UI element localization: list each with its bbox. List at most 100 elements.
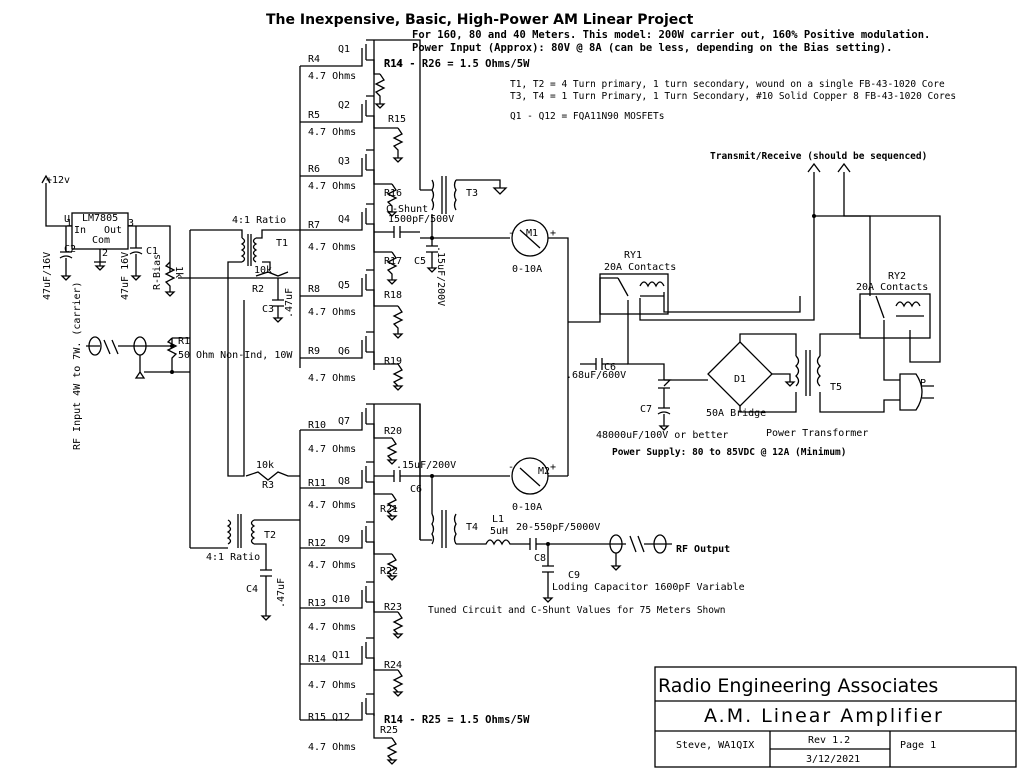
top-stage-1: R4 4.7 Ohms Q1 R14 xyxy=(300,39,402,109)
t5-label: T5 xyxy=(830,382,842,393)
r14-bottom-value: 4.7 Ohms xyxy=(308,680,356,691)
c4-label: C4 xyxy=(246,584,258,595)
bottom-stage-1: R10 4.7 Ohms Q7 R20 xyxy=(300,403,402,465)
note-tuned-circuit: Tuned Circuit and C-Shunt Values for 75 … xyxy=(428,605,725,616)
ry1-label: RY1 xyxy=(624,250,642,261)
c8-label: C8 xyxy=(534,553,546,564)
r14-label: R14 xyxy=(384,59,402,70)
ry1-contacts: 20A Contacts xyxy=(604,262,676,273)
r9-label: R9 xyxy=(308,346,320,357)
regulator-com-label: Com xyxy=(92,235,110,246)
c5-value: .15uF/200V xyxy=(435,246,446,306)
c5-label: C5 xyxy=(414,256,426,267)
r10-value: 4.7 Ohms xyxy=(308,444,356,455)
r10-label: R10 xyxy=(308,420,326,431)
revision-label: Rev 1.2 xyxy=(808,735,850,746)
revision-date: 3/12/2021 xyxy=(806,754,860,765)
r23-label: R23 xyxy=(384,602,402,613)
cshunt-top-value: 1500pF/500V xyxy=(388,214,454,225)
author-name: Steve, WA1QIX xyxy=(676,740,754,751)
m1-plus: + xyxy=(550,228,556,239)
r6-value: 4.7 Ohms xyxy=(308,181,356,192)
t4-label: T4 xyxy=(466,522,478,533)
regulator-pin1: 1 xyxy=(66,218,72,229)
q3-label: Q3 xyxy=(338,156,350,167)
q7-label: Q7 xyxy=(338,416,350,427)
r11-value: 4.7 Ohms xyxy=(308,500,356,511)
r3-value: 10k xyxy=(256,460,274,471)
c6-label: C6 xyxy=(604,362,616,373)
q9-label: Q9 xyxy=(338,534,350,545)
ry2-contacts: 20A Contacts xyxy=(856,282,928,293)
company-name: Radio Engineering Associates xyxy=(658,675,938,697)
note-t3-t4: T3, T4 = 1 Turn Primary, 1 Turn Secondar… xyxy=(510,91,956,102)
m1-label: M1 xyxy=(526,228,538,239)
r9-value: 4.7 Ohms xyxy=(308,373,356,384)
c7-label: C7 xyxy=(640,404,652,415)
regulator-in-label: In xyxy=(74,225,86,236)
l1-label: L1 xyxy=(492,514,504,525)
c3-value: .47uF xyxy=(284,288,295,318)
c2-label: C2 xyxy=(64,244,76,255)
d1-label: D1 xyxy=(734,374,746,385)
r15-bottom-label: R15 xyxy=(308,712,326,723)
bottom-mosfet-bank: R10 4.7 Ohms Q7 R20 R11 4.7 Ohms Q8 R21 … xyxy=(299,403,421,765)
note-r14-r25: R14 - R25 = 1.5 Ohms/5W xyxy=(384,714,530,726)
r16-label: R16 xyxy=(384,188,402,199)
supply-12v-label: +12v xyxy=(46,175,70,186)
output-section: C-Shunt 1500pF/500V T3 C5 .15uF/200V M1 … xyxy=(374,176,745,603)
q2-label: Q2 xyxy=(338,100,350,111)
t2-label: T2 xyxy=(264,530,276,541)
c3-label: C3 xyxy=(262,304,274,315)
r8-value: 4.7 Ohms xyxy=(308,307,356,318)
title-block: Radio Engineering Associates A.M. Linear… xyxy=(654,666,1017,768)
r5-label: R5 xyxy=(308,110,320,121)
top-stage-4: R7 4.7 Ohms Q4 R17 xyxy=(300,203,402,285)
r4-value: 4.7 Ohms xyxy=(308,71,356,82)
q12-label: Q12 xyxy=(332,712,350,723)
top-stage-3: R6 4.7 Ohms Q3 R16 xyxy=(300,149,402,217)
t1-label: T1 xyxy=(276,238,288,249)
c6-value: .68uF/600V xyxy=(566,370,626,381)
c7-value: 48000uF/100V or better xyxy=(596,430,728,441)
r7-label: R7 xyxy=(308,220,320,231)
r8-label: R8 xyxy=(308,284,320,295)
regulator-pin3: 3 xyxy=(128,218,134,229)
note-power-supply: Power Supply: 80 to 85VDC @ 12A (Minimum… xyxy=(612,447,847,458)
c2-value: 47uF/16V xyxy=(42,252,53,300)
top-stage-6: R9 4.7 Ohms Q6 R19 xyxy=(300,331,404,391)
r7-value: 4.7 Ohms xyxy=(308,242,356,253)
r12-value: 4.7 Ohms xyxy=(308,560,356,571)
q4-label: Q4 xyxy=(338,214,350,225)
c6-bottom-value: .15uF/200V xyxy=(396,460,456,471)
r25-label: R25 xyxy=(380,725,398,736)
power-plug-p xyxy=(899,373,923,411)
r22-label: R22 xyxy=(380,566,398,577)
top-mosfet-bank: R4 4.7 Ohms Q1 R14 R5 4.7 Ohms Q2 R15 R6… xyxy=(299,39,421,391)
regulator-pin2: 2 xyxy=(102,248,108,259)
power-transformer-label: Power Transformer xyxy=(766,428,868,439)
c6-bottom-label: C6 xyxy=(410,484,422,495)
bridge-label: 50A Bridge xyxy=(706,408,766,419)
regulator-out-label: Out xyxy=(104,225,122,236)
r14-bottom-label: R14 xyxy=(308,654,326,665)
c1-value: 47uF 16V xyxy=(120,252,131,300)
m1-minus: - xyxy=(508,228,514,239)
r17-label: R17 xyxy=(384,256,402,267)
q10-label: Q10 xyxy=(332,594,350,605)
t3-label: T3 xyxy=(466,188,478,199)
m1-range: 0-10A xyxy=(512,264,542,275)
ratio-bottom-label: 4:1 Ratio xyxy=(206,552,260,563)
r1-value: 50 Ohm Non-Ind, 10W xyxy=(178,350,293,361)
note-transmit-receive: Transmit/Receive (should be sequenced) xyxy=(710,151,927,162)
r4-label: R4 xyxy=(308,54,320,65)
relay-ry1 xyxy=(599,273,669,315)
m2-label: M2 xyxy=(538,466,550,477)
r6-label: R6 xyxy=(308,164,320,175)
r13-value: 4.7 Ohms xyxy=(308,622,356,633)
rf-output-label: RF Output xyxy=(676,544,730,555)
c9-description: Loding Capacitor 1600pF Variable xyxy=(552,582,745,593)
relay-ry2 xyxy=(859,293,931,339)
q1-label: Q1 xyxy=(338,44,350,55)
